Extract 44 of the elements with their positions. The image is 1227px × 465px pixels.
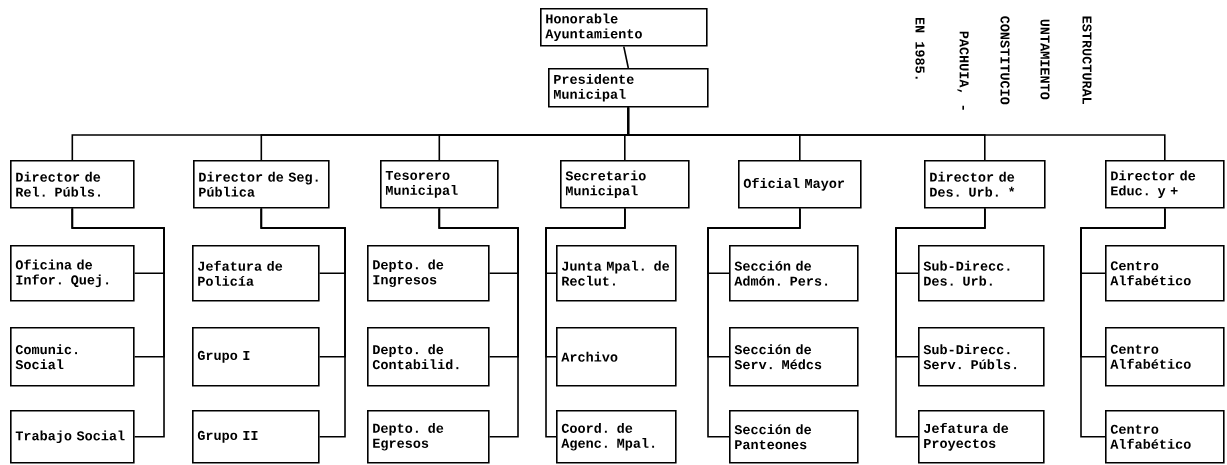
org-box: Comunic. Social [10,327,135,387]
title-fragment: CONSTITUCIO [1000,16,1010,105]
connector-line [627,106,1166,161]
org-box: Centro Alfabético [1105,410,1225,464]
org-box: Director de Seg. Pública [193,160,330,209]
connector-line [623,45,630,69]
org-box: Jefatura de Policía [192,245,320,302]
org-box: Secretario Municipal [560,160,690,209]
org-box: Trabajo Social [10,410,135,464]
connector-line [545,207,626,438]
org-box: Oficina de Infor. Quej. [10,245,135,302]
connector-line [1080,207,1166,438]
title-fragment: ESTRUCTURAL [1082,16,1092,105]
org-box: Centro Alfabético [1105,245,1225,302]
connector-line [71,207,165,438]
org-box: Sub-Direcc. Serv. Públs. [918,327,1045,387]
org-box: Junta Mpal. de Reclut. [556,245,677,302]
org-box: Presidente Municipal [548,68,709,108]
org-box: Depto. de Contabilid. [367,327,490,387]
org-box: Centro Alfabético [1105,327,1225,387]
org-box: Sección de Panteones [729,410,859,464]
org-box: Depto. de Egresos [367,410,490,464]
org-box: Director de Des. Urb. * [924,160,1046,209]
org-box: Sección de Admón. Pers. [729,245,859,302]
org-box: Grupo II [192,410,320,464]
title-fragment: EN 1985. [915,17,925,79]
org-box: Director de Rel. Públs. [10,160,135,209]
org-box: Oficial Mayor [738,160,862,209]
org-box: Sub-Direcc. Des. Urb. [918,245,1045,302]
connector-line [707,207,801,438]
org-box: Director de Educ. y + [1105,160,1225,209]
org-box: Grupo I [192,327,320,387]
org-box: Depto. de Ingresos [367,245,490,302]
connector-line [438,207,519,438]
title-fragment: UNTAMIENTO [1040,19,1050,100]
org-box: Jefatura de Proyectos [918,410,1045,464]
connector-line [260,207,346,438]
org-box: Coord. de Agenc. Mpal. [556,410,677,464]
title-fragment: PACHUIA, - [957,31,969,110]
org-box: Archivo [556,327,677,387]
org-box: Honorable Ayuntamiento [540,8,708,47]
org-box: Tesorero Municipal [380,160,499,209]
connector-line [895,207,986,438]
org-box: Sección de Serv. Médcs [729,327,859,387]
